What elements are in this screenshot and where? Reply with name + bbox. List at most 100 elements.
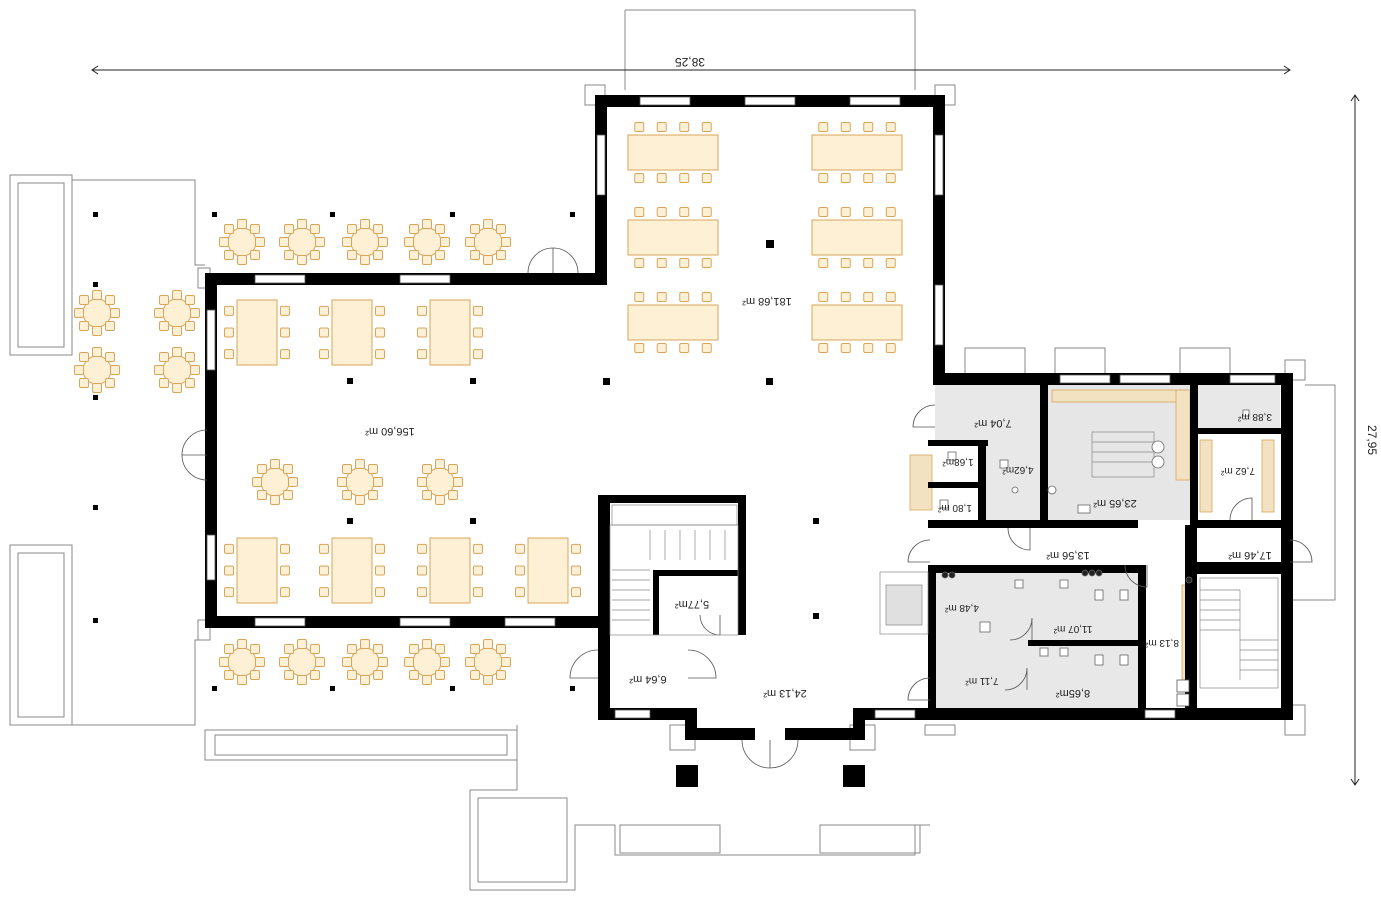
chair — [255, 657, 265, 667]
chair — [283, 464, 293, 474]
chair — [219, 237, 229, 247]
chair — [79, 295, 89, 305]
room-label-762: 7,62 m² — [1220, 465, 1255, 476]
chair — [863, 173, 874, 183]
chair — [634, 343, 645, 353]
chair — [284, 670, 294, 680]
chair — [185, 295, 195, 305]
chair — [172, 326, 182, 336]
chair — [280, 305, 290, 316]
chair — [840, 343, 851, 353]
chair — [237, 219, 247, 229]
chair — [409, 644, 419, 654]
chair — [435, 670, 445, 680]
chair — [319, 587, 329, 598]
chair — [885, 343, 896, 353]
chair — [360, 675, 370, 685]
chair — [417, 543, 427, 554]
chair — [79, 352, 89, 362]
chair — [634, 173, 645, 183]
chair — [840, 292, 851, 302]
chair — [368, 490, 378, 500]
chair — [224, 670, 234, 680]
chair — [373, 670, 383, 680]
chair — [470, 250, 480, 260]
chair — [280, 565, 290, 576]
chair — [310, 670, 320, 680]
chair — [297, 675, 307, 685]
chair — [417, 565, 427, 576]
long-table — [627, 219, 719, 256]
chair — [373, 224, 383, 234]
room-label-hall-main: 156,60 m² — [365, 425, 415, 437]
chair — [347, 224, 357, 234]
chair — [280, 349, 290, 360]
chair — [190, 365, 200, 375]
chair — [375, 565, 385, 576]
chair — [92, 347, 102, 357]
chair — [224, 305, 234, 316]
chair — [656, 292, 667, 302]
chair — [634, 207, 645, 217]
chair — [422, 490, 432, 500]
long-table — [627, 134, 719, 171]
long-table — [331, 537, 373, 604]
chair — [417, 327, 427, 338]
chair — [483, 639, 493, 649]
chair — [679, 122, 690, 132]
chair — [818, 207, 829, 217]
chair — [818, 258, 829, 268]
chair — [818, 122, 829, 132]
room-label-entrance: 24,13 m² — [763, 687, 807, 699]
chair — [347, 644, 357, 654]
chair — [656, 258, 667, 268]
room-label-388: 3,88 m² — [1237, 411, 1272, 422]
chair — [347, 250, 357, 260]
chair — [863, 258, 874, 268]
chair — [310, 250, 320, 260]
chair — [417, 587, 427, 598]
chair — [297, 639, 307, 649]
chair — [310, 644, 320, 654]
chair — [378, 237, 388, 247]
chair — [656, 122, 667, 132]
chair — [224, 327, 234, 338]
chair — [885, 207, 896, 217]
chair — [634, 122, 645, 132]
long-table — [331, 299, 373, 366]
chair — [284, 644, 294, 654]
long-table — [811, 304, 903, 341]
chair — [92, 290, 102, 300]
chair — [571, 565, 581, 576]
room-labels: 181,68 m² 156,60 m² 24,13 m² 6,64 m² 5,7… — [365, 295, 1272, 699]
chair — [105, 295, 115, 305]
depth-dimension-label: 27,95 — [1365, 425, 1379, 455]
chair — [634, 292, 645, 302]
width-dimension-label: 38,25 — [675, 55, 705, 69]
chair — [250, 250, 260, 260]
chair — [515, 565, 525, 576]
chair — [634, 258, 645, 268]
chair — [417, 305, 427, 316]
chair — [571, 587, 581, 598]
chair — [375, 305, 385, 316]
chair — [337, 477, 347, 487]
room-label-corridor-1356: 13,56 m² — [1046, 549, 1090, 561]
chair — [448, 490, 458, 500]
room-label-448: 4,48 m² — [944, 602, 979, 613]
chair — [315, 237, 325, 247]
chair — [404, 237, 414, 247]
chair — [224, 349, 234, 360]
chair — [342, 464, 352, 474]
chair — [172, 290, 182, 300]
chair — [473, 587, 483, 598]
chair — [422, 255, 432, 265]
chair — [74, 365, 84, 375]
chair — [185, 352, 195, 362]
chair — [473, 327, 483, 338]
room-label-prep: 7,04 m² — [974, 417, 1012, 429]
chair — [840, 258, 851, 268]
chair — [283, 490, 293, 500]
chair — [448, 464, 458, 474]
chair — [818, 343, 829, 353]
